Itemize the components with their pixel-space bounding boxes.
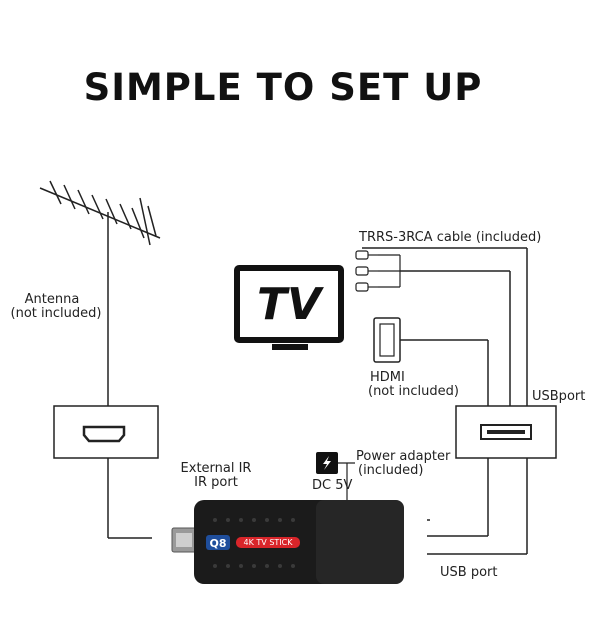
svg-text:(not included): (not included) [11,306,102,321]
hdmi-plug-icon [373,317,489,406]
wall-hdmi-port-icon [53,405,159,459]
hdmi-label: HDMI (not included) [368,370,459,399]
tv-screen-text: TV [257,279,324,330]
usb-port-bottom-label: USB port [440,565,497,580]
trrs-cable-label: TRRS-3RCA cable (included) [358,230,541,245]
wall-usb-port-icon [455,405,557,459]
antenna-icon [39,180,161,265]
svg-text:IR port: IR port [194,475,238,490]
tv-stick-icon: Q8 4K TV STICK [171,500,404,584]
svg-text:HDMI: HDMI [370,370,405,385]
page-title: SIMPLE TO SET UP [83,66,483,109]
device-model: Q8 [209,537,226,550]
usb-cables [427,458,489,537]
antenna-label: Antenna (not included) [11,292,102,321]
trrs-cable [362,247,528,555]
svg-text:External IR: External IR [181,461,252,476]
svg-text:Antenna: Antenna [25,292,80,307]
svg-text:(included): (included) [358,463,424,478]
svg-text:Power adapter: Power adapter [356,449,451,464]
power-adapter-label: Power adapter (included) [356,449,451,478]
usb-port-right-label: USBport [532,389,585,404]
svg-text:(not included): (not included) [368,384,459,399]
rca-plugs-icon [355,250,401,292]
tv-icon: TV [234,265,344,350]
power-adapter-icon [316,452,355,500]
antenna-cable [107,265,152,539]
external-ir-label: External IR IR port [181,461,252,490]
dc-label: DC 5V [312,478,352,493]
device-badge: 4K TV STICK [244,538,294,547]
